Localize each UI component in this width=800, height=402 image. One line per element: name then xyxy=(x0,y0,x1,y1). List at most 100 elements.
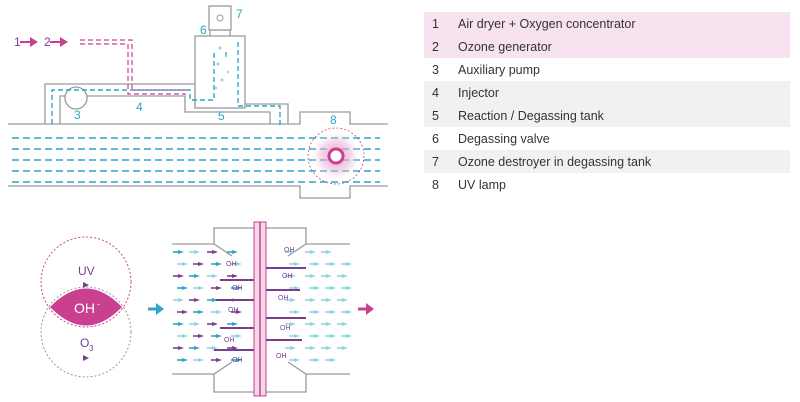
flow-arrow-icon xyxy=(178,298,184,302)
bypass-inner-wall xyxy=(59,95,271,124)
o3-sub: 3 xyxy=(89,344,94,353)
legend-label: UV lamp xyxy=(458,177,506,192)
flow-arrow-icon xyxy=(346,262,352,266)
flow-arrow-icon xyxy=(314,262,320,266)
flow-arrow-icon xyxy=(212,346,218,350)
flow-arrow-icon xyxy=(236,358,242,362)
chamber-arrows xyxy=(173,250,352,362)
o3-arrow-icon xyxy=(83,355,89,361)
flow-arrow-icon xyxy=(330,310,336,314)
legend-label: Reaction / Degassing tank xyxy=(458,108,604,123)
flow-arrow-icon xyxy=(342,346,348,350)
oh-small: OH xyxy=(226,261,237,268)
flow-arrow-icon xyxy=(330,262,336,266)
oh-labels: OH OH OH OH OH OH OH OH OH OH xyxy=(224,247,295,364)
flow-arrow-icon xyxy=(216,358,222,362)
flow-arrow-icon xyxy=(178,346,184,350)
arrow-2-icon xyxy=(60,37,68,47)
flow-arrow-icon xyxy=(236,262,242,266)
flow-arrow-icon xyxy=(198,358,204,362)
uv-chamber: OH OH OH OH OH OH OH OH OH OH xyxy=(172,221,352,397)
flow-arrow-icon xyxy=(182,286,188,290)
flow-arrow-icon xyxy=(326,298,332,302)
flow-arrow-icon xyxy=(194,274,200,278)
ozone-destroyer xyxy=(208,5,232,31)
flow-arrow-icon xyxy=(236,334,242,338)
flow-arrow-icon xyxy=(182,262,188,266)
flow-arrows xyxy=(148,303,374,315)
legend-label: Injector xyxy=(458,85,499,100)
bypass-flow-in xyxy=(51,52,215,124)
flow-arrow-icon xyxy=(194,346,200,350)
ozone-destroyer-mark xyxy=(216,14,224,22)
callout-5: 5 xyxy=(218,109,225,123)
flow-arrow-icon xyxy=(314,286,320,290)
oh-small: OH xyxy=(280,325,291,332)
flow-arrow-icon xyxy=(178,322,184,326)
arrow-1-icon xyxy=(30,37,38,47)
flow-arrow-icon xyxy=(310,298,316,302)
flow-arrow-icon xyxy=(216,286,222,290)
legend-number: 8 xyxy=(432,177,439,192)
uv-label: UV xyxy=(78,264,95,278)
outlet-arrow-icon xyxy=(366,303,374,315)
callout-8: 8 xyxy=(330,113,337,127)
flow-arrow-icon xyxy=(182,310,188,314)
callout-4: 4 xyxy=(136,100,143,114)
flow-arrow-icon xyxy=(330,286,336,290)
flow-arrow-icon xyxy=(290,322,296,326)
uv-halo xyxy=(307,127,365,185)
flow-arrow-icon xyxy=(326,322,332,326)
flow-arrow-icon xyxy=(182,334,188,338)
flow-arrow-icon xyxy=(194,250,200,254)
flow-arrow-icon xyxy=(212,298,218,302)
legend-number: 3 xyxy=(432,62,439,77)
main-pipe-bottom-wall xyxy=(8,185,388,199)
ozone-line-b xyxy=(80,43,186,95)
flow-arrow-icon xyxy=(330,358,336,362)
callout-3: 3 xyxy=(74,108,81,122)
uv-rays xyxy=(214,267,306,351)
callout-2: 2 xyxy=(44,35,51,49)
flow-arrow-icon xyxy=(198,262,204,266)
legend-row: 4 Injector xyxy=(424,81,790,104)
flow-arrow-icon xyxy=(310,322,316,326)
flow-arrow-icon xyxy=(346,334,352,338)
flow-arrow-icon xyxy=(314,358,320,362)
uv-arrow-icon xyxy=(83,282,89,288)
flow-arrow-icon xyxy=(212,274,218,278)
oh-formation: UV OH - O 3 xyxy=(40,236,132,378)
oh-small: OH xyxy=(228,307,239,314)
ozone-line-a xyxy=(80,39,186,91)
degassing-valve-shape xyxy=(209,29,231,36)
legend-number: 2 xyxy=(432,39,439,54)
inlet-arrow-icon xyxy=(156,303,164,315)
flow-arrow-icon xyxy=(326,274,332,278)
flow-arrow-icon xyxy=(326,346,332,350)
main-pipe-top-wall xyxy=(8,111,388,125)
oh-small: OH xyxy=(224,337,235,344)
flow-arrow-icon xyxy=(314,310,320,314)
flow-arrow-icon xyxy=(310,346,316,350)
oh-small: OH xyxy=(232,357,243,364)
flow-arrow-icon xyxy=(198,310,204,314)
callout-1: 1 xyxy=(14,35,21,49)
flow-arrow-icon xyxy=(198,286,204,290)
auxiliary-pump xyxy=(64,86,88,110)
legend-number: 6 xyxy=(432,131,439,146)
chamber-flanges xyxy=(213,243,307,375)
legend-number: 4 xyxy=(432,85,439,100)
flow-arrow-icon xyxy=(232,250,238,254)
flow-arrow-icon xyxy=(178,250,184,254)
o3-circle xyxy=(40,286,132,378)
legend-row: 8 UV lamp xyxy=(424,173,790,196)
flow-arrow-icon xyxy=(194,322,200,326)
flow-arrow-icon xyxy=(326,250,332,254)
legend-number: 1 xyxy=(432,16,439,31)
